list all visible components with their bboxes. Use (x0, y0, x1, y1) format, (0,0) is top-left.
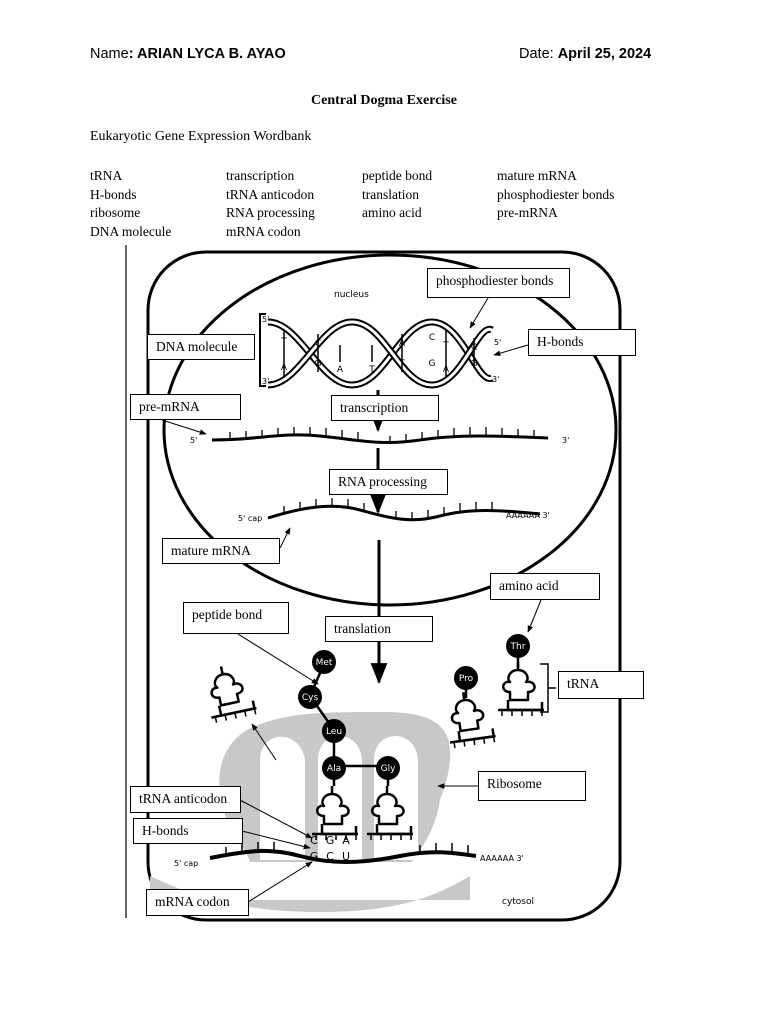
dna-double-helix: T A C G A T A T C G T A C G 5' 3' 5' 3' (259, 313, 501, 389)
wordbank-term: RNA processing (226, 205, 315, 220)
wordbank-column-2: transcription tRNA anticodon RNA process… (226, 167, 315, 241)
anticodon-base: A (342, 834, 350, 847)
mature-mrna-strand: 5' cap AAAAAA 3' (238, 498, 550, 523)
cytosol-label: cytosol (502, 897, 534, 907)
dna-base: C (315, 339, 321, 349)
dna-base: A (399, 339, 406, 349)
page-title: Central Dogma Exercise (311, 93, 457, 108)
nucleus-label: nucleus (334, 290, 369, 300)
mature-mrna-5prime-cap: 5' cap (238, 514, 262, 523)
amino-acid-thr: Thr (510, 642, 526, 652)
dna-3prime-left: 3' (262, 377, 269, 386)
label-box-amino-acid: amino acid (490, 573, 600, 600)
label-box-rna-processing: RNA processing (329, 469, 448, 495)
wordbank-term: H-bonds (90, 186, 137, 202)
date-value: April 25, 2024 (557, 46, 652, 62)
amino-acid-nodes: Met Cys Leu Ala Gly Thr Pro (298, 634, 530, 780)
label-box-dna-molecule: DNA molecule (147, 334, 255, 360)
pre-mrna-5prime: 5' (190, 436, 197, 445)
anticodon-base: C (310, 834, 318, 847)
dna-base: C (471, 343, 477, 353)
dna-base: T (398, 359, 405, 369)
pre-mrna-strand: 5' 3' (190, 427, 569, 445)
label-box-ribosome: Ribosome (478, 771, 586, 801)
amino-acid-cys: Cys (302, 693, 319, 703)
name-label: Name (90, 46, 129, 62)
dna-3prime-right: 3' (492, 375, 499, 384)
wordbank-term: mature mRNA (497, 168, 577, 183)
dna-base: T (368, 365, 375, 375)
wordbank-term: tRNA anticodon (226, 186, 315, 202)
wordbank-title: Eukaryotic Gene Expression Wordbank (90, 129, 312, 144)
mature-mrna-poly-a-tail: AAAAAA 3' (506, 511, 550, 520)
mrna-5prime-cap: 5' cap (174, 859, 198, 868)
amino-acid-leu: Leu (326, 727, 342, 737)
amino-acid-ala: Ala (327, 764, 341, 774)
dna-5prime-right: 5' (494, 338, 501, 347)
dna-base: G (429, 359, 436, 369)
wordbank-term: translation (362, 186, 419, 202)
amino-acid-pro: Pro (459, 674, 474, 684)
student-name: : ARIAN LYCA B. AYAO (128, 46, 286, 62)
label-box-transcription: transcription (331, 395, 439, 421)
wordbank-column-1: tRNA H-bonds ribosome DNA molecule (90, 167, 171, 241)
label-box-h-bonds-dna: H-bonds (528, 329, 636, 356)
dna-base: G (471, 359, 478, 369)
nucleus-envelope (162, 253, 618, 607)
label-box-translation: translation (325, 616, 433, 642)
wordbank-term: transcription (226, 168, 295, 183)
amino-acid-met: Met (316, 658, 333, 668)
wordbank-term: pre-mRNA (497, 205, 558, 220)
name-line: Name: ARIAN LYCA B. AYAO (90, 46, 286, 62)
wordbank-term: ribosome (90, 205, 141, 220)
mrna-translation-strand: 5' cap AAAAAA 3' C G A G C U (174, 834, 524, 868)
codon-base: U (342, 850, 350, 863)
label-pointers (161, 297, 542, 903)
label-box-pre-mrna: pre-mRNA (130, 394, 241, 420)
dna-5prime-left: 5' (262, 315, 269, 324)
wordbank-term: peptide bond (362, 168, 433, 183)
wordbank-column-3: peptide bond translation amino acid (362, 167, 432, 223)
dna-base: T (280, 337, 287, 347)
trna-exit-arrow (251, 723, 277, 761)
dna-base: A (337, 365, 344, 375)
date-label: Date: (519, 46, 558, 62)
wordbank-term: mRNA codon (226, 223, 301, 239)
codon-base: G (310, 850, 319, 863)
label-box-mrna-codon: mRNA codon (146, 889, 249, 916)
codon-base: C (326, 850, 334, 863)
label-box-phosphodiester-bonds: phosphodiester bonds (427, 268, 570, 298)
wordbank-term: tRNA (90, 168, 123, 183)
label-box-h-bonds-codon: H-bonds (133, 818, 243, 844)
dna-base: A (281, 363, 288, 373)
date-line: Date: April 25, 2024 (519, 46, 651, 62)
wordbank-term: amino acid (362, 205, 422, 220)
label-box-mature-mrna: mature mRNA (162, 538, 280, 564)
dna-base: A (443, 365, 450, 375)
wordbank-term: DNA molecule (90, 223, 172, 239)
dna-base: T (442, 341, 449, 351)
label-box-peptide-bond: peptide bond (183, 602, 289, 634)
trna-bracket (540, 663, 556, 713)
pre-mrna-3prime: 3' (562, 436, 569, 445)
dna-base: C (429, 333, 435, 343)
amino-acid-gly: Gly (381, 764, 396, 774)
anticodon-base: G (326, 834, 335, 847)
dna-base: G (315, 359, 322, 369)
wordbank-column-4: mature mRNA phosphodiester bonds pre-mRN… (497, 167, 614, 223)
wordbank-term: phosphodiester bonds (497, 186, 615, 202)
mrna-poly-a-tail: AAAAAA 3' (480, 854, 524, 863)
label-box-trna: tRNA (558, 671, 644, 699)
label-box-trna-anticodon: tRNA anticodon (130, 786, 241, 813)
